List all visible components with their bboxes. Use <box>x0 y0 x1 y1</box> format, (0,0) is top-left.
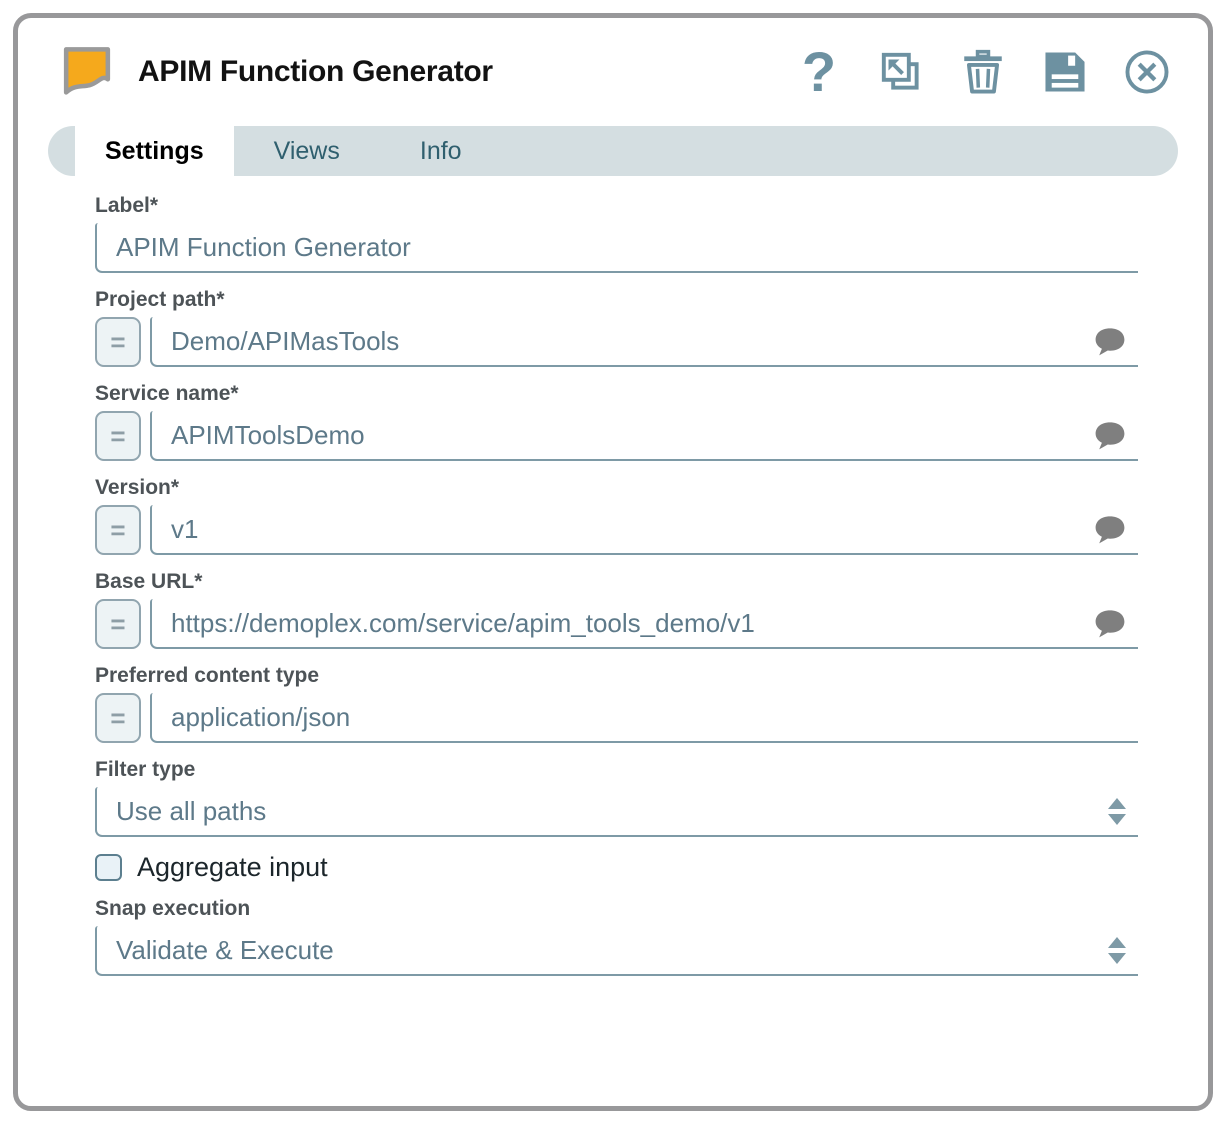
comment-bubble-icon[interactable] <box>1092 418 1128 452</box>
expression-toggle-button[interactable]: = <box>95 693 141 743</box>
preferred-content-type-input[interactable] <box>171 701 1130 733</box>
aggregate-input-checkbox[interactable] <box>95 854 122 881</box>
field-service-name: Service name* = <box>95 382 1138 461</box>
comment-bubble-icon[interactable] <box>1092 512 1128 546</box>
save-icon <box>1045 52 1085 92</box>
snap-execution-value: Validate & Execute <box>116 934 334 965</box>
field-preferred-content-type-caption: Preferred content type <box>95 664 320 687</box>
field-project-path: Project path* = <box>95 288 1138 367</box>
comment-bubble-icon[interactable] <box>1092 606 1128 640</box>
field-base-url-caption: Base URL* <box>95 570 203 593</box>
field-service-name-caption: Service name* <box>95 382 239 405</box>
service-name-input[interactable] <box>171 419 1092 451</box>
expand-icon <box>881 52 919 90</box>
tab-bar: Settings Views Info <box>48 126 1178 176</box>
field-project-path-caption: Project path* <box>95 288 225 311</box>
expression-toggle-button[interactable]: = <box>95 505 141 555</box>
expression-toggle-button[interactable]: = <box>95 411 141 461</box>
expression-toggle-button[interactable]: = <box>95 599 141 649</box>
field-label: Label* <box>95 194 1138 273</box>
tab-views[interactable]: Views <box>273 136 340 165</box>
project-path-input[interactable] <box>171 325 1092 357</box>
delete-button[interactable] <box>958 46 1008 98</box>
label-input[interactable] <box>116 231 1130 263</box>
select-spinner-icon <box>1108 797 1126 825</box>
field-filter-type: Filter type Use all paths <box>95 758 1138 837</box>
field-label-caption: Label* <box>95 194 159 217</box>
tab-info[interactable]: Info <box>419 136 462 165</box>
help-icon: ? <box>801 40 837 103</box>
version-input[interactable] <box>171 513 1092 545</box>
close-icon <box>1125 50 1169 94</box>
expression-toggle-button[interactable]: = <box>95 317 141 367</box>
help-button[interactable]: ? <box>794 40 844 103</box>
field-preferred-content-type: Preferred content type = <box>95 664 1138 743</box>
field-aggregate-input: Aggregate input <box>95 852 1138 883</box>
snap-shape-icon <box>63 47 111 95</box>
dialog-header: APIM Function Generator ? <box>18 18 1208 102</box>
snap-settings-dialog: APIM Function Generator ? <box>13 13 1213 1111</box>
field-version-caption: Version* <box>95 476 180 499</box>
filter-type-select[interactable]: Use all paths <box>95 787 1138 837</box>
dialog-title: APIM Function Generator <box>138 55 493 88</box>
save-button[interactable] <box>1040 46 1090 98</box>
dialog-toolbar: ? <box>794 40 1172 103</box>
field-version: Version* = <box>95 476 1138 555</box>
field-snap-execution-caption: Snap execution <box>95 897 251 920</box>
field-snap-execution: Snap execution Validate & Execute <box>95 897 1138 976</box>
field-filter-type-caption: Filter type <box>95 758 196 781</box>
field-base-url: Base URL* = <box>95 570 1138 649</box>
select-spinner-icon <box>1108 936 1126 964</box>
settings-panel: Label* Project path* = Serv <box>18 176 1208 976</box>
aggregate-input-label: Aggregate input <box>137 852 328 882</box>
snap-execution-select[interactable]: Validate & Execute <box>95 926 1138 976</box>
comment-bubble-icon[interactable] <box>1092 324 1128 358</box>
tab-settings[interactable]: Settings <box>75 126 234 176</box>
expand-button[interactable] <box>876 46 926 98</box>
base-url-input[interactable] <box>171 607 1092 639</box>
close-button[interactable] <box>1122 46 1172 98</box>
filter-type-value: Use all paths <box>116 795 267 826</box>
trash-icon <box>964 49 1002 94</box>
